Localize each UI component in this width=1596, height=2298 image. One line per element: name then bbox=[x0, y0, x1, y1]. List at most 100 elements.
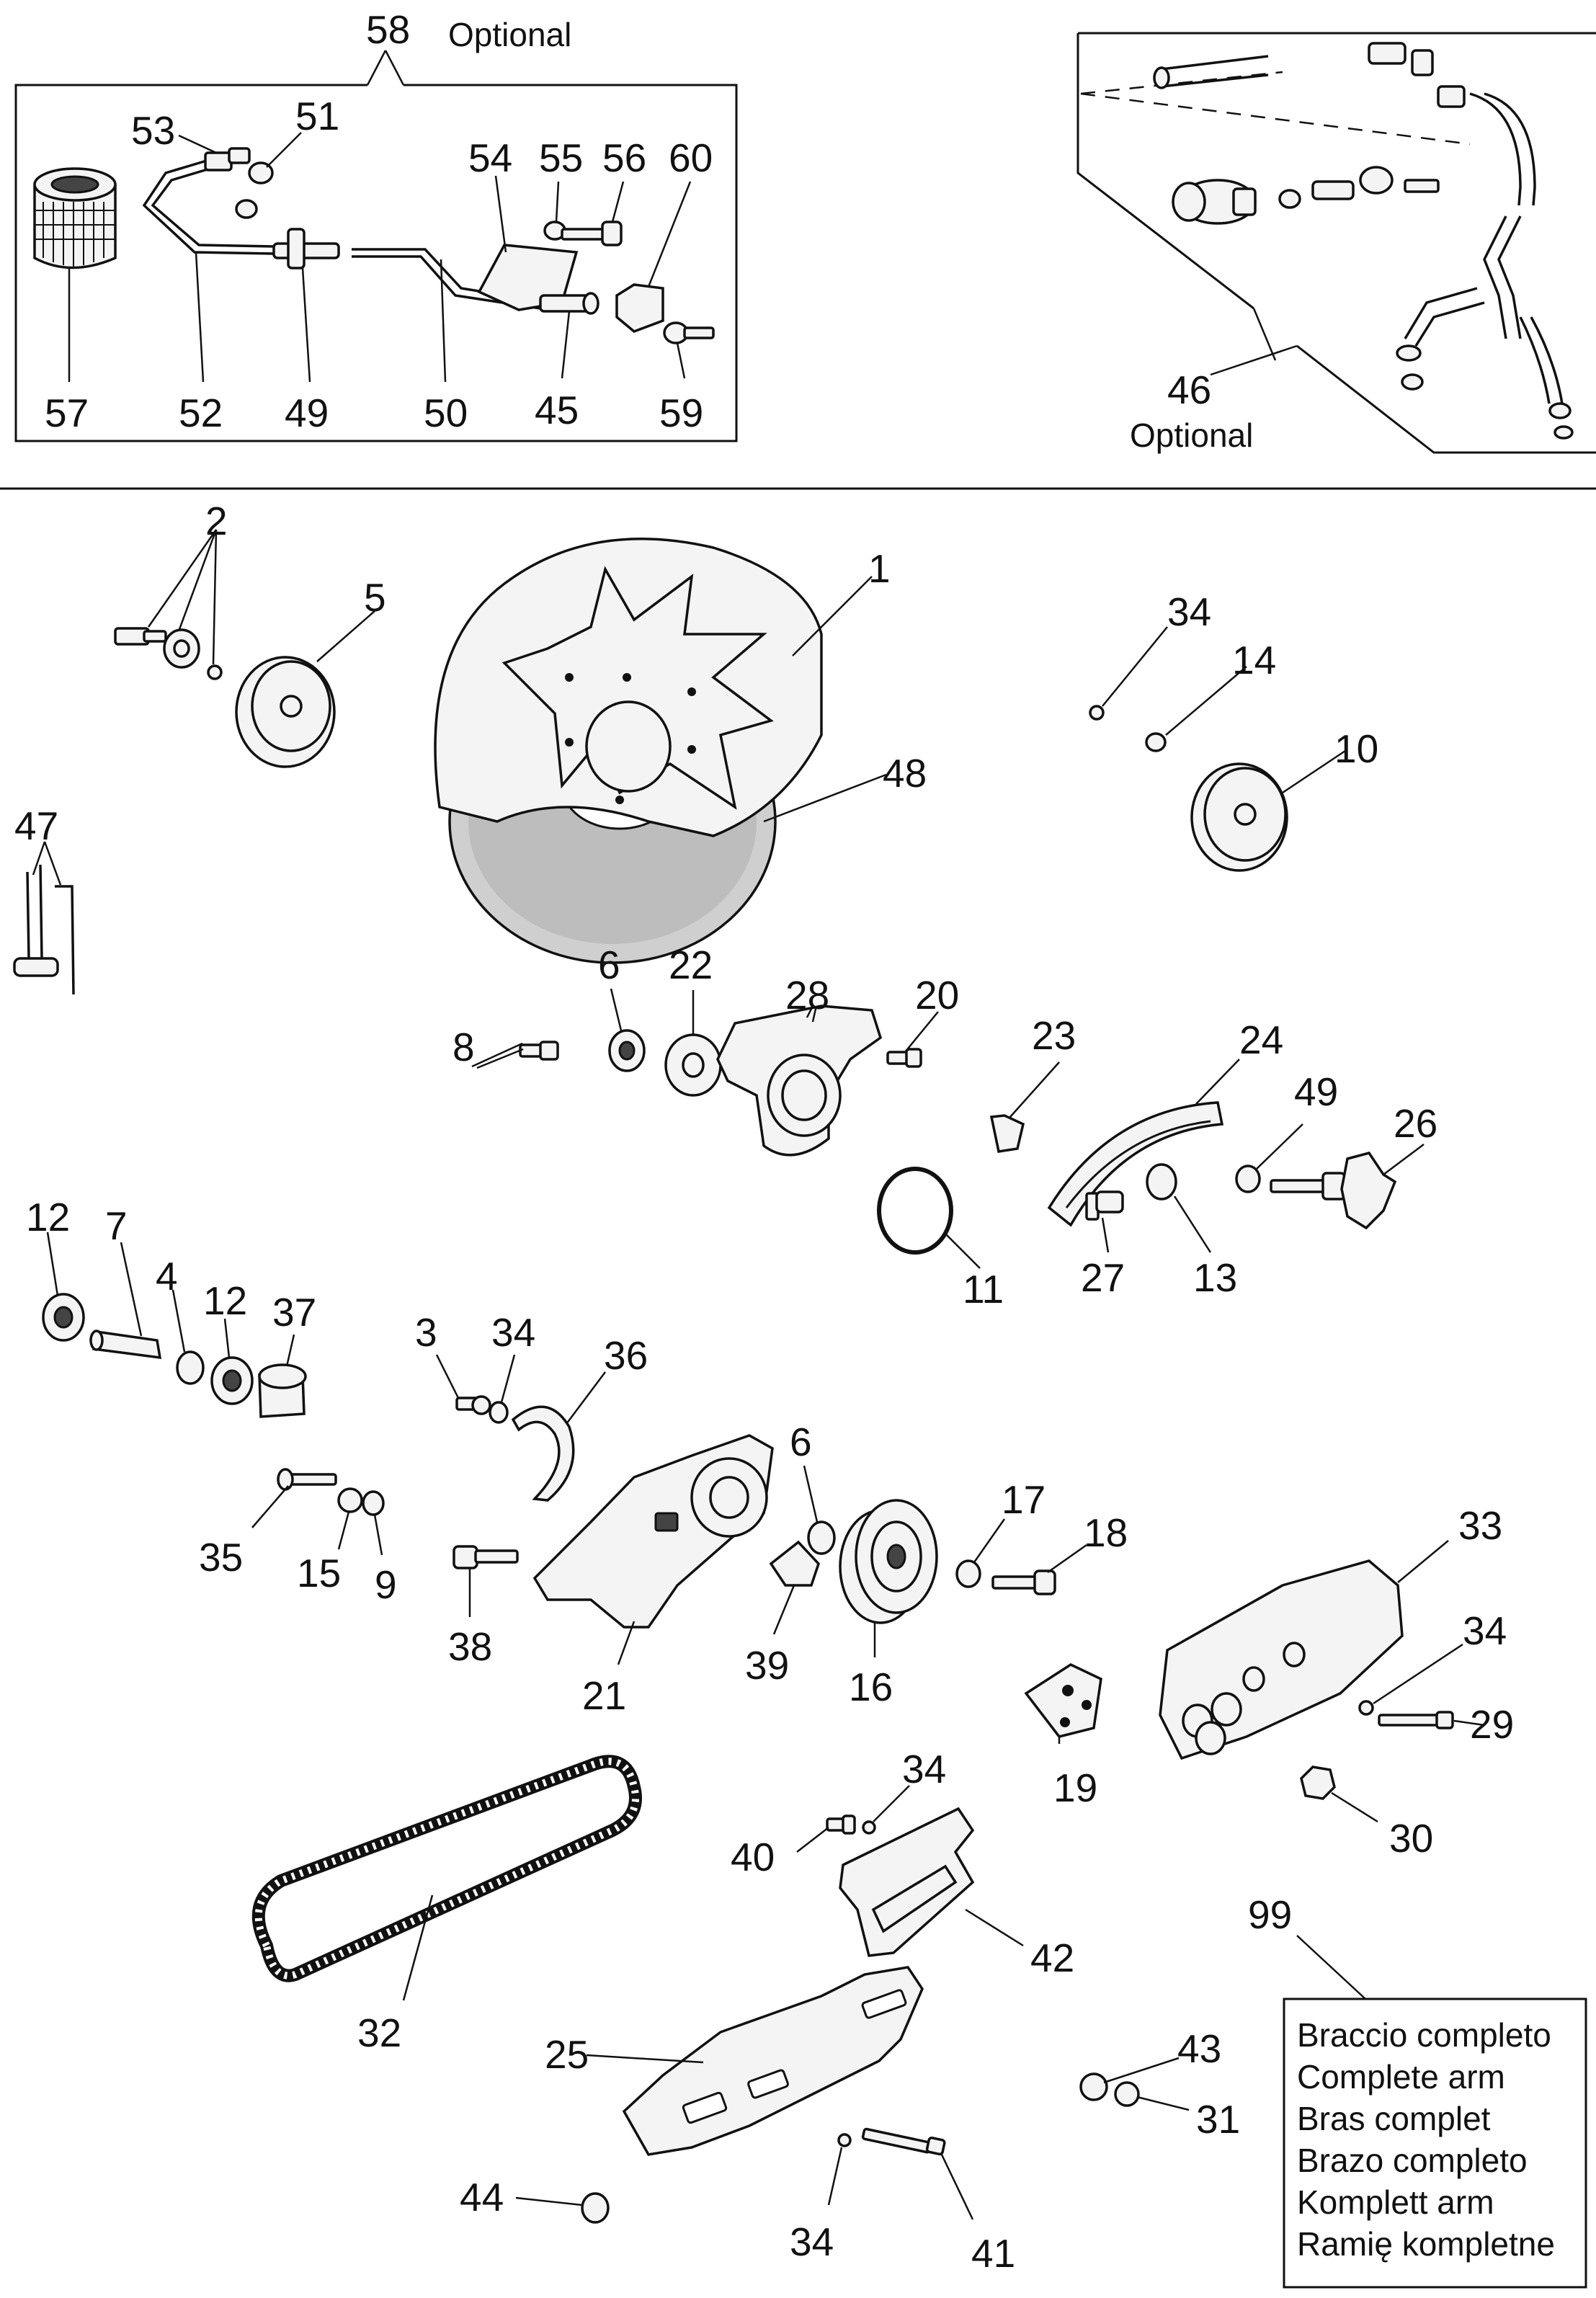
legend-line-1: Braccio completo bbox=[1297, 2016, 1551, 2054]
inset-46-coupling bbox=[1172, 179, 1257, 225]
part-39-cam bbox=[769, 1540, 820, 1587]
part-52-tube bbox=[142, 159, 275, 255]
part-4-spacer bbox=[176, 1350, 205, 1385]
callout-3: 3 bbox=[415, 1310, 437, 1355]
callout-57: 57 bbox=[45, 391, 89, 435]
callout-45: 45 bbox=[535, 388, 579, 432]
inset-58-water-kit: 58 Optional bbox=[14, 7, 738, 442]
part-31-nut bbox=[1114, 2081, 1140, 2107]
part-45-fitting bbox=[539, 292, 599, 315]
callout-56: 56 bbox=[602, 135, 646, 180]
callout-23: 23 bbox=[1032, 1013, 1076, 1058]
legend-line-5: Komplett arm bbox=[1297, 2183, 1494, 2221]
callout-31: 31 bbox=[1196, 2097, 1240, 2142]
part-10-outer-flange bbox=[1190, 762, 1288, 872]
part-57-filter bbox=[33, 167, 117, 270]
callout-51: 51 bbox=[295, 94, 339, 138]
part-20-screw bbox=[886, 1048, 922, 1068]
part-49-washer bbox=[1235, 1164, 1261, 1193]
part-6-bushing bbox=[608, 1029, 646, 1072]
callout-35: 35 bbox=[199, 1535, 243, 1580]
callout-7: 7 bbox=[105, 1203, 128, 1248]
callout-34-drive: 34 bbox=[491, 1310, 535, 1355]
callout-42: 42 bbox=[1030, 1936, 1074, 1980]
callout-34-guide: 34 bbox=[902, 1747, 946, 1791]
callout-5: 5 bbox=[364, 575, 386, 620]
callout-15: 15 bbox=[297, 1551, 341, 1595]
callout-50: 50 bbox=[424, 391, 468, 435]
callout-36: 36 bbox=[604, 1333, 648, 1378]
callout-46: 46 bbox=[1167, 368, 1211, 412]
callout-6-lower: 6 bbox=[790, 1420, 812, 1464]
part-6-washer-lower bbox=[807, 1520, 836, 1555]
part-54-bracket bbox=[477, 244, 579, 311]
part-1-blade-guard bbox=[434, 538, 823, 837]
callout-60: 60 bbox=[669, 135, 713, 180]
callout-34-cover: 34 bbox=[1463, 1608, 1507, 1653]
legend-line-6: Ramię kompletne bbox=[1297, 2225, 1555, 2263]
callout-53: 53 bbox=[131, 108, 175, 153]
callout-59: 59 bbox=[659, 391, 703, 435]
callout-99: 99 bbox=[1248, 1892, 1292, 1937]
part-47-hex-key bbox=[13, 864, 75, 995]
part-3-screw bbox=[455, 1395, 491, 1415]
callout-37: 37 bbox=[272, 1290, 316, 1335]
callout-10: 10 bbox=[1334, 726, 1378, 771]
part-17-washer bbox=[955, 1559, 981, 1588]
callout-8: 8 bbox=[453, 1025, 475, 1069]
callout-48: 48 bbox=[883, 751, 927, 796]
legend-line-4: Brazo completo bbox=[1297, 2142, 1528, 2179]
part-41-screw bbox=[861, 2127, 946, 2156]
callout-34-guard: 34 bbox=[1167, 589, 1211, 634]
part-49-connector bbox=[272, 228, 340, 270]
part-12-bearing bbox=[42, 1293, 85, 1342]
callout-18: 18 bbox=[1084, 1510, 1128, 1555]
part-42-belt-guide bbox=[839, 1807, 975, 1957]
callout-11: 11 bbox=[963, 1267, 1004, 1311]
part-34-nut bbox=[1089, 705, 1105, 721]
inset-46-water-kit: 46 Optional bbox=[1076, 32, 1596, 454]
part-29-screw bbox=[1378, 1711, 1454, 1729]
callout-47: 47 bbox=[14, 803, 58, 848]
note-optional-46: Optional bbox=[1130, 417, 1253, 454]
legend-box bbox=[1283, 1998, 1587, 2289]
part-22-flange bbox=[664, 1033, 722, 1097]
part-27-screw bbox=[1085, 1190, 1124, 1221]
part-14-nut bbox=[1145, 732, 1167, 752]
part-60-valve bbox=[615, 283, 664, 333]
part-53-elbow-fitting bbox=[204, 147, 251, 172]
callout-6-upper: 6 bbox=[598, 943, 620, 987]
part-51-nut bbox=[235, 161, 274, 219]
callout-28: 28 bbox=[785, 973, 829, 1017]
callout-16: 16 bbox=[849, 1665, 893, 1709]
callout-41: 41 bbox=[971, 2231, 1015, 2276]
part-25-arm-cover bbox=[622, 1966, 924, 2156]
callout-39: 39 bbox=[745, 1643, 789, 1688]
part-7-shaft bbox=[89, 1330, 162, 1360]
callout-43: 43 bbox=[1177, 2026, 1221, 2071]
part-13-spacer bbox=[1146, 1163, 1177, 1201]
part-9-washer bbox=[362, 1490, 385, 1516]
callout-24: 24 bbox=[1239, 1017, 1283, 1062]
legend-99-complete-arm: 99 Braccio completo Complete arm Bras co… bbox=[1248, 1892, 1587, 2289]
part-23-clip bbox=[989, 1114, 1025, 1153]
callout-33: 33 bbox=[1458, 1503, 1502, 1548]
callout-55: 55 bbox=[539, 135, 583, 180]
callout-29: 29 bbox=[1470, 1702, 1514, 1747]
callout-13: 13 bbox=[1193, 1255, 1237, 1300]
callout-17: 17 bbox=[1002, 1477, 1046, 1522]
part-19-plate bbox=[1024, 1663, 1102, 1738]
legend-line-2: Complete arm bbox=[1297, 2058, 1505, 2096]
callout-14: 14 bbox=[1232, 638, 1276, 682]
part-32-drive-belt bbox=[251, 1755, 642, 1982]
part-2-screw-washer-nut bbox=[114, 627, 223, 680]
callout-21: 21 bbox=[582, 1673, 626, 1718]
part-38-screw bbox=[453, 1545, 519, 1569]
part-34-washer-drive bbox=[489, 1401, 509, 1424]
part-35-screw bbox=[277, 1468, 337, 1491]
callout-52: 52 bbox=[179, 391, 223, 435]
part-11-o-ring bbox=[877, 1167, 953, 1255]
part-44-nut bbox=[581, 2192, 610, 2224]
callout-34-arm: 34 bbox=[790, 2219, 834, 2264]
callout-20: 20 bbox=[915, 973, 959, 1017]
